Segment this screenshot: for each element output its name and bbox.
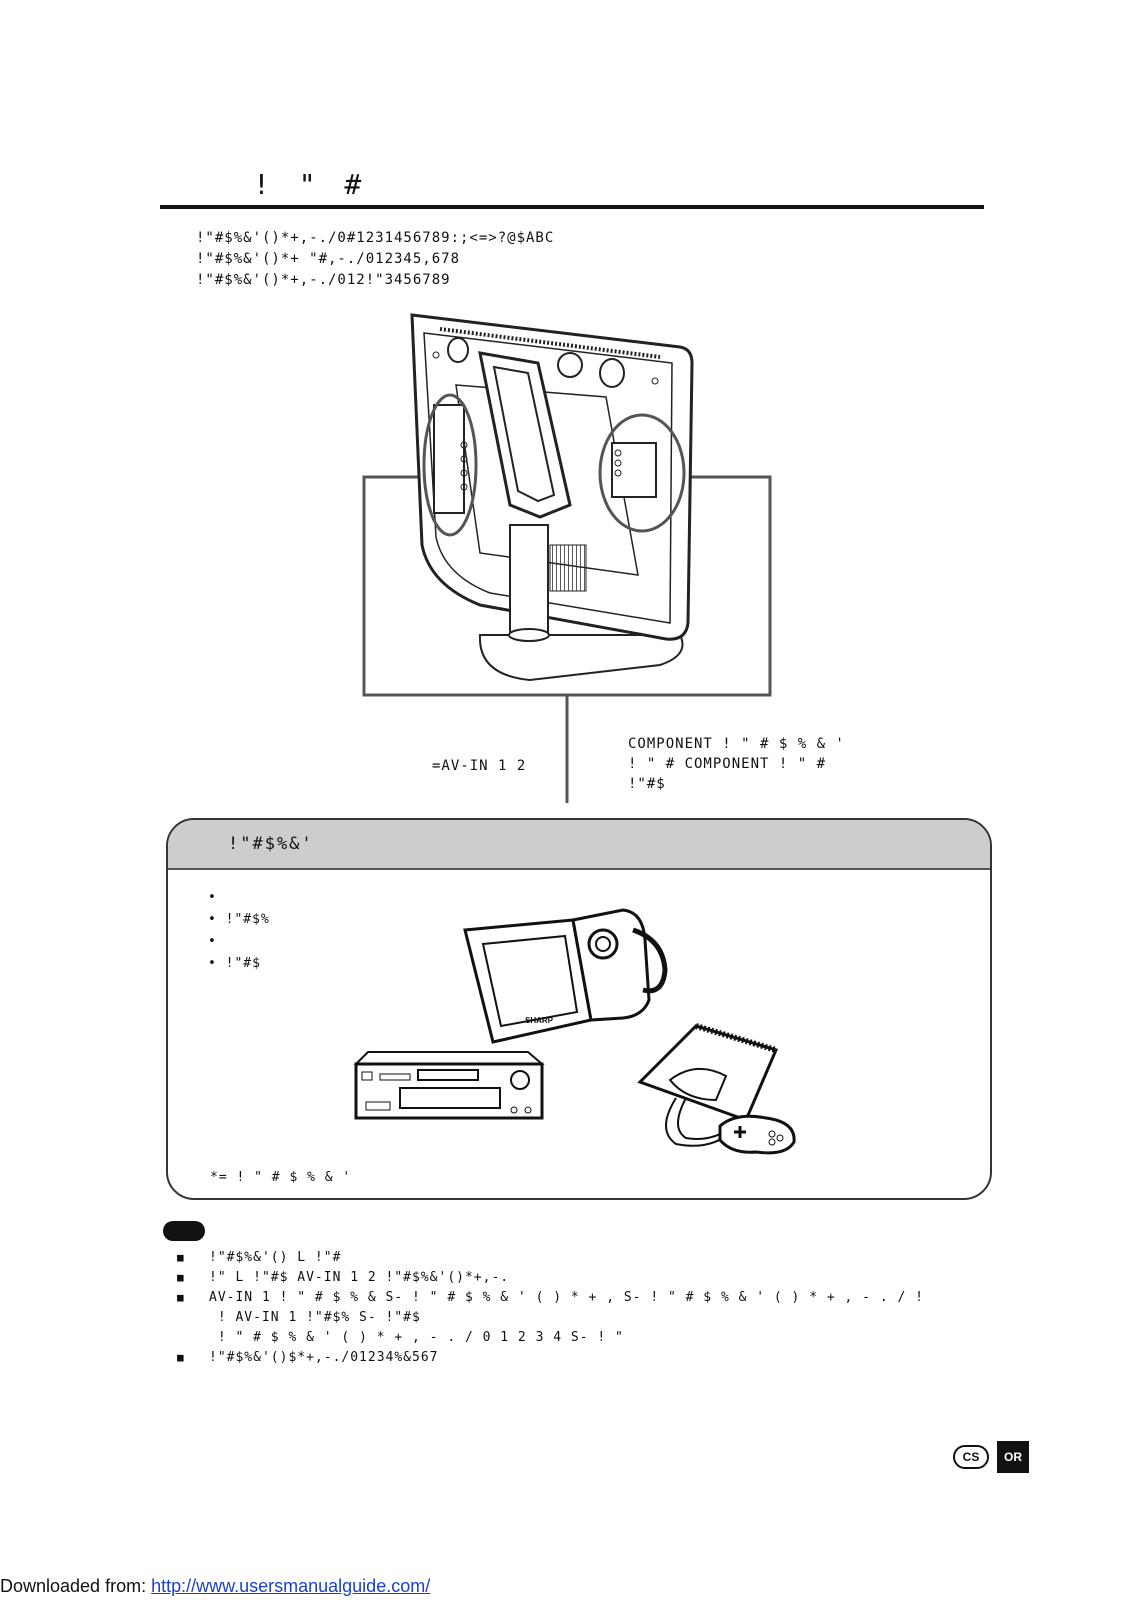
intro-line-2: !"#$%&'()*+ "#,-./012345,678 [196,251,461,267]
note-item: ■ AV-IN 1 ! " # $ % & S- ! " # $ % & ' ( … [177,1290,924,1305]
intro-line-3: !"#$%&'()*+,-./012!"3456789 [196,272,451,288]
right-terminal-highlight [598,413,686,533]
left-terminal-highlight [422,393,478,537]
product-rear-illustration [362,313,772,803]
note-item: ! " # $ % & ' ( ) * + , - . / 0 1 2 3 4 … [177,1330,624,1345]
note-text: ! AV-IN 1 !"#$% S- !"#$ [209,1310,421,1325]
title-rule [160,205,984,209]
download-footer: Downloaded from: http://www.usersmanualg… [0,1576,430,1597]
intro-line-1: !"#$%&'()*+,-./0#1231456789:;<=>?@$ABC [196,230,555,246]
camcorder-illustration: SHARP [463,908,668,1044]
panel-bullet: • !"#$ [208,956,261,971]
game-console-illustration [637,1023,796,1155]
note-item: ■ !"#$%&'() L !"# [177,1250,341,1265]
note-badge [163,1221,205,1241]
callout-component-3: !"#$ [628,776,666,792]
panel-footnote: *= ! " # $ % & ' [210,1170,352,1185]
note-text: ! " # $ % & ' ( ) * + , - . / 0 1 2 3 4 … [209,1330,624,1345]
callout-component-2: ! " # COMPONENT ! " # [628,756,827,772]
note-marker: ■ [177,1251,185,1264]
note-text: !"#$%&'() L !"# [209,1250,342,1265]
note-item: ! AV-IN 1 !"#$% S- !"#$ [177,1310,421,1325]
camcorder-brand: SHARP [525,1016,554,1025]
language-badge-cs: CS [953,1445,989,1469]
note-text: !" L !"#$ AV-IN 1 2 !"#$%&'()*+,-. [209,1270,510,1285]
note-marker: ■ [177,1271,185,1284]
page-badge-or: OR [997,1441,1029,1473]
note-item: ■ !"#$%&'()$*+,-./01234%&567 [177,1350,439,1365]
panel-bullet: • !"#$% [208,912,270,927]
note-item: ■ !" L !"#$ AV-IN 1 2 !"#$%&'()*+,-. [177,1270,509,1285]
vcr-illustration [353,1051,545,1120]
note-marker: ■ [177,1291,185,1304]
page-title: ! " # [253,168,368,201]
footer-label: Downloaded from: [0,1576,152,1596]
note-text: !"#$%&'()$*+,-./01234%&567 [209,1350,439,1365]
external-devices-panel: !"#$%&' • • !"#$% • • !"#$ SHARP [166,818,992,1200]
callout-av-in: =AV-IN 1 2 [432,758,527,774]
footer-link[interactable]: http://www.usersmanualguide.com/ [151,1576,431,1596]
panel-title: !"#$%&' [228,834,314,854]
panel-bullet: • [208,934,217,949]
note-marker: ■ [177,1351,185,1364]
note-text: AV-IN 1 ! " # $ % & S- ! " # $ % & ' ( )… [209,1290,924,1305]
panel-header: !"#$%&' [168,820,990,870]
panel-bullet: • [208,890,217,905]
callout-component-1: COMPONENT ! " # $ % & ' [628,736,845,752]
